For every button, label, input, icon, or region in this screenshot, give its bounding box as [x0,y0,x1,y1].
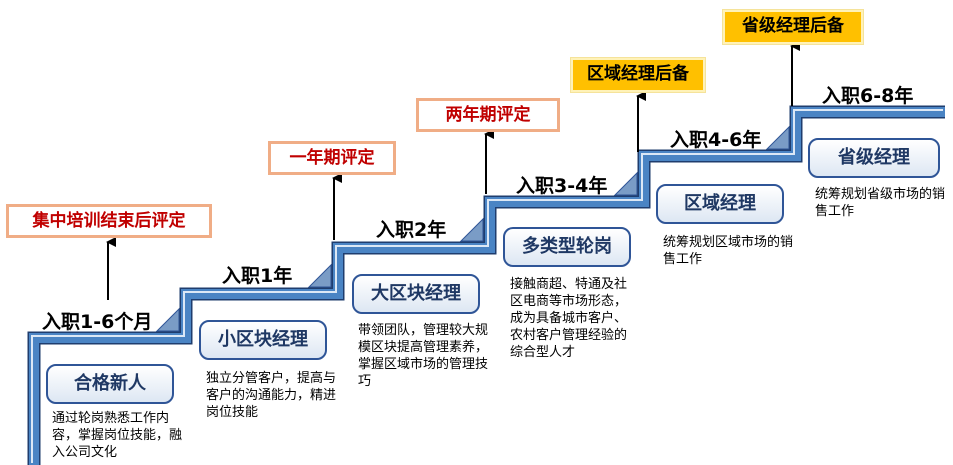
evaluation-label-1: 集中培训结束后评定 [6,204,212,238]
period-label-2: 入职1年 [222,265,293,287]
period-label-1: 入职1-6个月 [42,311,153,333]
evaluation-label-5: 省级经理后备 [723,10,863,44]
role-box-4: 多类型轮岗 [503,227,631,267]
role-description-6: 统筹规划省级市场的销售工作 [815,187,946,219]
evaluation-label-2: 一年期评定 [268,141,396,175]
step-triangle-1 [155,307,180,332]
period-label-5: 入职4-6年 [670,129,762,151]
step-triangle-3 [459,217,484,242]
role-box-6: 省级经理 [808,138,940,178]
evaluation-label-4: 区域经理后备 [571,58,705,92]
step-triangle-4 [613,171,638,196]
role-box-2: 小区块经理 [199,320,327,360]
staircase-highlight [31,109,943,463]
role-description-5: 统筹规划区域市场的销售工作 [663,235,794,267]
period-label-6: 入职6-8年 [822,85,914,107]
role-box-5: 区域经理 [656,184,784,224]
evaluation-label-3: 两年期评定 [416,98,560,132]
period-label-4: 入职3-4年 [516,175,608,197]
period-label-3: 入职2年 [376,219,447,241]
role-description-2: 独立分管客户，提高与客户的沟通能力，精进岗位技能 [206,371,337,420]
role-box-1: 合格新人 [46,364,174,404]
staircase-band [29,107,945,465]
step-triangle-5 [765,125,790,150]
role-description-1: 通过轮岗熟悉工作内容，掌握岗位技能，融入公司文化 [52,411,183,460]
role-box-3: 大区块经理 [352,274,480,314]
role-description-4: 接触商超、特通及社区电商等市场形态，成为具备城市客户、农村客户管理经验的综合型人… [510,277,628,360]
step-triangle-2 [307,263,332,288]
role-description-3: 带领团队，管理较大规模区块提高管理素养，掌握区域市场的管理技巧 [358,323,489,389]
